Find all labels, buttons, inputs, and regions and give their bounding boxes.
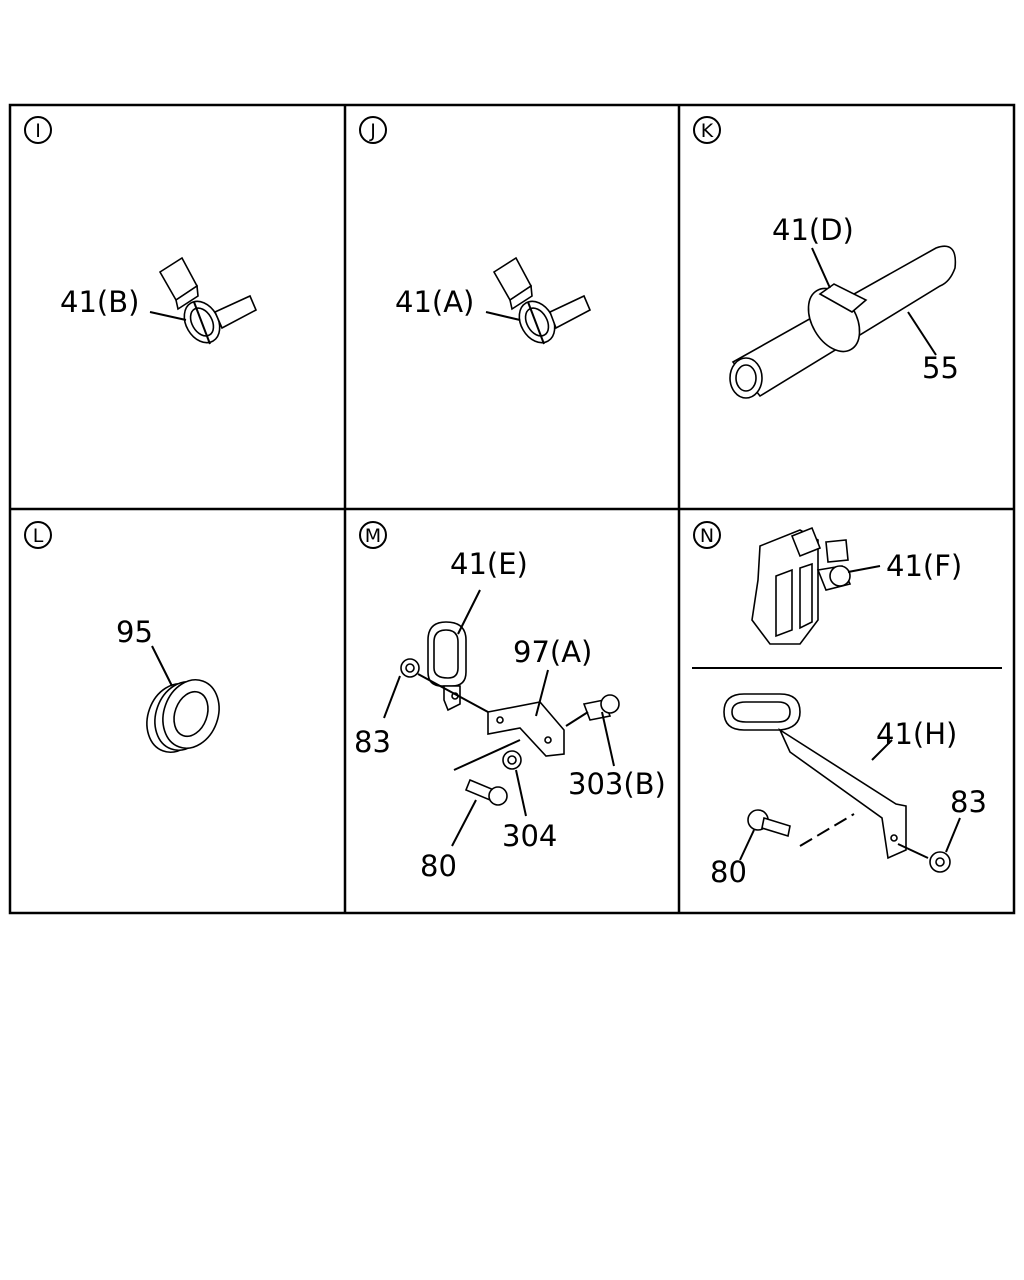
hose-clamp-b-icon: [158, 256, 258, 345]
clip-41f-icon: [751, 526, 852, 645]
nut-83-n-icon: [929, 851, 951, 873]
svg-text:N: N: [700, 525, 714, 547]
grommet-icon: [146, 679, 220, 753]
panel-j-badge: J: [359, 116, 387, 144]
callout-303b: 303(B): [568, 767, 666, 801]
callout-80-n: 80: [710, 855, 747, 889]
callout-41a: 41(A): [395, 285, 474, 319]
panel-l: L 95: [24, 521, 220, 753]
callout-41e: 41(E): [450, 547, 528, 581]
svg-text:I: I: [35, 120, 41, 142]
callout-41f: 41(F): [886, 549, 962, 583]
svg-text:L: L: [33, 525, 44, 547]
panel-j: J 41(A): [359, 116, 592, 345]
panel-m-badge: M: [359, 521, 387, 549]
callout-304: 304: [502, 819, 557, 853]
panel-l-badge: L: [24, 521, 52, 549]
bolt-303b-icon: [582, 694, 620, 721]
callout-97a: 97(A): [513, 635, 592, 669]
bracket-97a-icon: [487, 701, 565, 757]
callout-41h: 41(H): [876, 717, 957, 751]
callout-41b: 41(B): [60, 285, 139, 319]
clip-41e-icon: [427, 621, 467, 712]
callout-83-n: 83: [950, 785, 987, 819]
panel-n-badge: N: [693, 521, 721, 549]
svg-text:J: J: [369, 120, 376, 142]
svg-text:M: M: [365, 525, 381, 547]
clip-41h-icon: [723, 693, 907, 860]
callout-83: 83: [354, 725, 391, 759]
panel-m: M: [354, 521, 666, 883]
nut-83-icon: [400, 658, 420, 678]
panel-grid: [8, 103, 1016, 915]
panel-i: I 41(B): [24, 116, 258, 345]
bolt-80-n-icon: [747, 809, 791, 838]
callout-95: 95: [116, 615, 153, 649]
panel-k: K 41(D) 55: [693, 116, 959, 399]
panel-n: N 41(F): [693, 521, 987, 889]
callout-80: 80: [420, 849, 457, 883]
callout-55: 55: [922, 351, 959, 385]
svg-text:K: K: [701, 120, 714, 142]
panel-i-badge: I: [24, 116, 52, 144]
hose-pipe-icon: [729, 245, 957, 399]
bolt-80-icon: [464, 778, 508, 806]
callout-41d: 41(D): [772, 213, 854, 247]
nut-304-icon: [502, 750, 522, 770]
panel-k-badge: K: [693, 116, 721, 144]
hose-clamp-a-icon: [492, 256, 592, 345]
